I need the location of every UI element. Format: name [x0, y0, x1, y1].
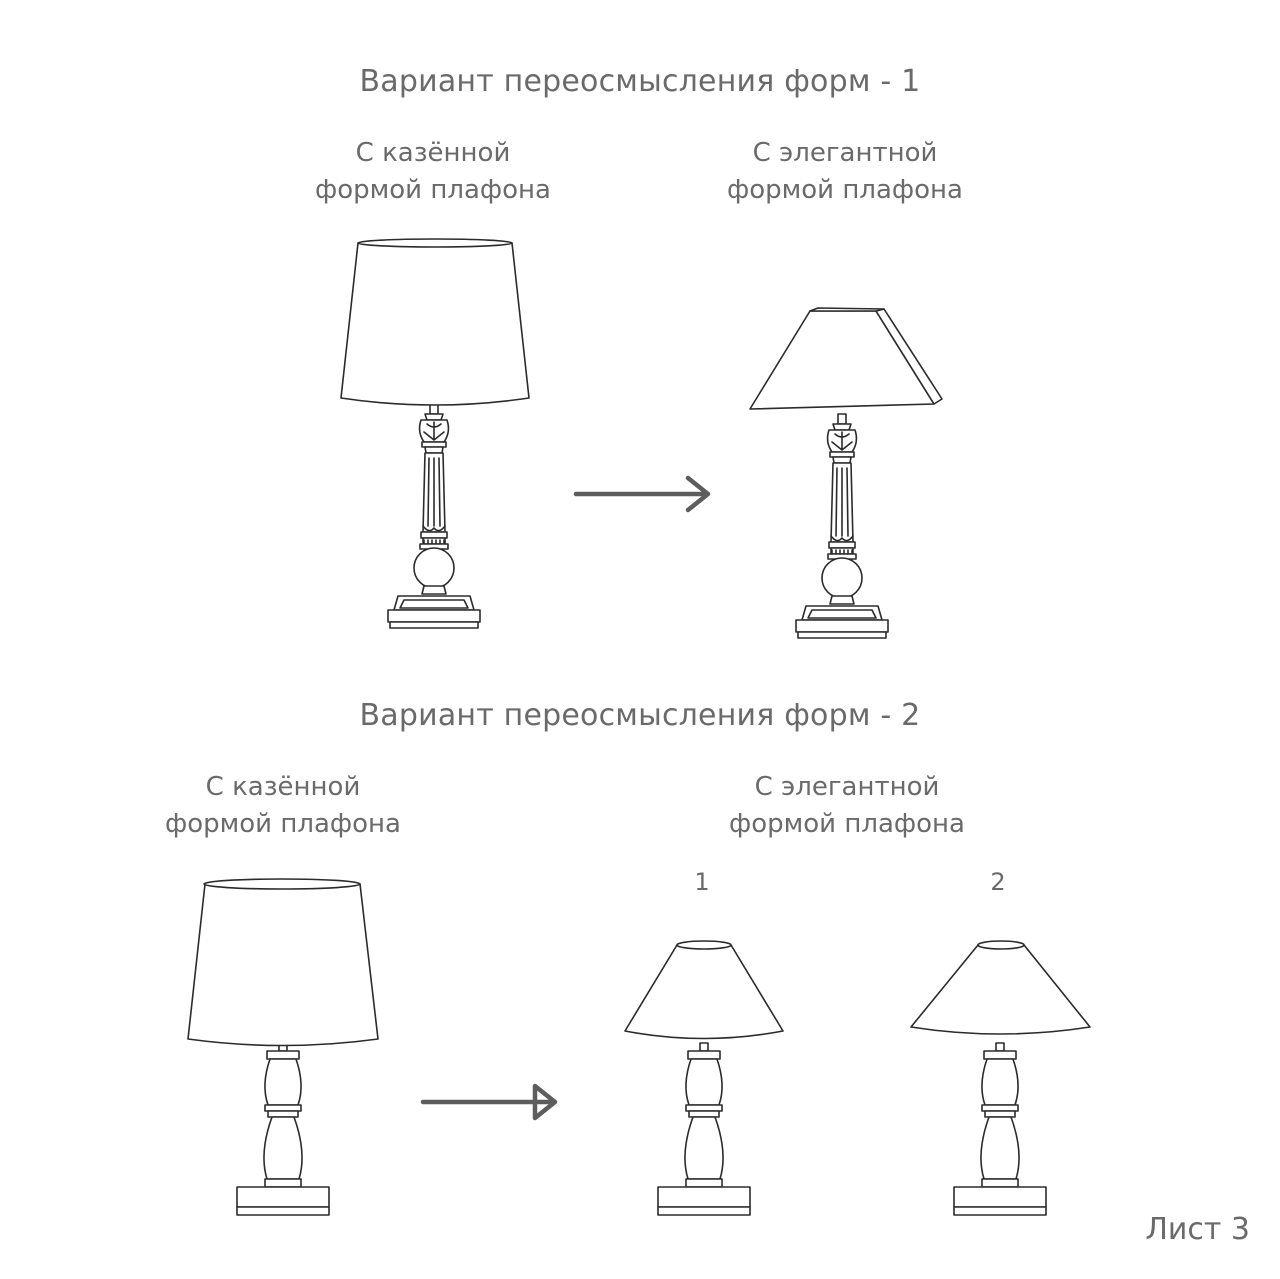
- section-1-before-caption: С казённой формой плафона: [283, 135, 583, 209]
- caption-line: формой плафона: [315, 175, 551, 205]
- drum-shade: [187, 883, 379, 1047]
- conical-shade: [910, 944, 1091, 1035]
- caption-line: С элегантной: [752, 138, 938, 168]
- lamp-1-before: [340, 238, 530, 629]
- lamp-2-after-option-1: [624, 940, 784, 1216]
- caption-line: С элегантной: [754, 772, 940, 802]
- caption-line: С казённой: [355, 138, 511, 168]
- lamp-2-before: [187, 878, 379, 1216]
- drum-shade: [340, 242, 530, 406]
- lamp-2-after-option-2: [910, 940, 1091, 1216]
- arrow-2: [420, 1083, 558, 1121]
- section-2-title: Вариант переосмысления форм - 2: [359, 698, 921, 733]
- section-2-before-caption: С казённой формой плафона: [133, 769, 433, 843]
- conical-shade: [624, 944, 784, 1040]
- caption-line: формой плафона: [727, 175, 963, 205]
- caption-line: формой плафона: [729, 809, 965, 839]
- option-2-label: 2: [990, 868, 1006, 896]
- arrow-1: [573, 475, 711, 513]
- section-1-title: Вариант переосмысления форм - 1: [359, 64, 921, 99]
- option-1-label: 1: [694, 868, 710, 896]
- sheet-label: Лист 3: [1145, 1212, 1250, 1247]
- section-2-after-caption: С элегантной формой плафона: [697, 769, 997, 843]
- caption-line: С казённой: [205, 772, 361, 802]
- lamp-1-after: [749, 307, 943, 639]
- caption-line: формой плафона: [165, 809, 401, 839]
- section-1-after-caption: С элегантной формой плафона: [695, 135, 995, 209]
